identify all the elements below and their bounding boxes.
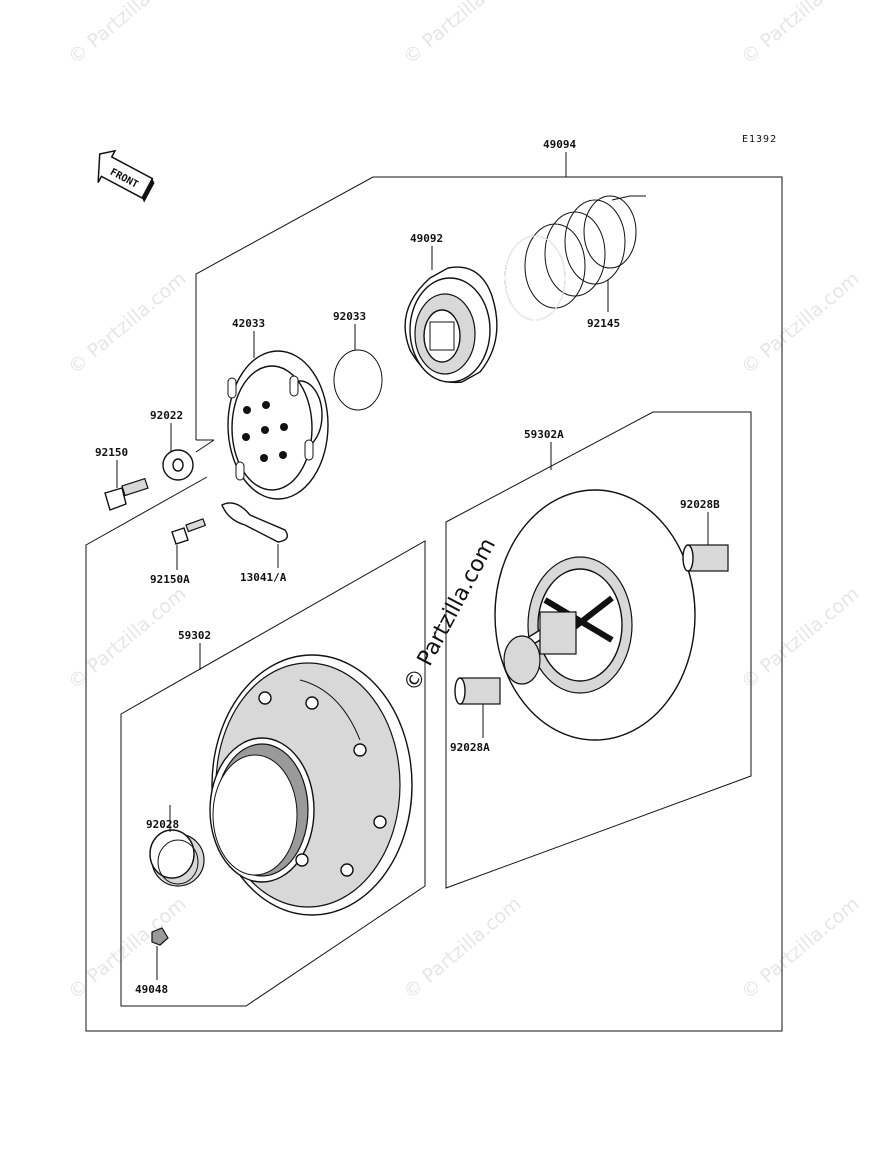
cam-49092 — [404, 266, 498, 384]
main-watermark: © Partzilla.com — [399, 534, 501, 696]
washer-92022 — [162, 449, 194, 481]
part-label: 92028B — [680, 498, 720, 511]
part-label: 92028 — [146, 818, 179, 831]
sub-box-59302a — [445, 411, 752, 889]
watermark: © Partzilla.com — [64, 893, 190, 1004]
slider-49048 — [151, 927, 169, 946]
part-label: 42033 — [232, 317, 265, 330]
bolt-92150 — [104, 477, 149, 511]
part-label: 13041/A — [240, 571, 287, 584]
part-label: 49094 — [543, 138, 576, 151]
watermark: © Partzilla.com — [64, 583, 190, 694]
spring-92145 — [504, 195, 646, 321]
leader-lines — [116, 152, 709, 980]
part-label: 59302A — [524, 428, 564, 441]
sheave-59302 — [209, 654, 413, 916]
watermark: © Partzilla.com — [737, 583, 863, 694]
watermark: © Partzilla.com — [64, 0, 190, 69]
watermark: © Partzilla.com — [737, 893, 863, 1004]
part-label: 92150 — [95, 446, 128, 459]
watermark: © Partzilla.com — [737, 0, 863, 69]
part-label: 49048 — [135, 983, 168, 996]
bushing-92028b — [682, 544, 729, 572]
circlip-92033 — [333, 349, 383, 411]
part-label: 92150A — [150, 573, 190, 586]
sub-box-59302 — [120, 540, 426, 1007]
watermark: © Partzilla.com — [399, 0, 525, 69]
part-label: 92022 — [150, 409, 183, 422]
key-13041a — [221, 502, 288, 543]
assembly-box-outline — [85, 176, 783, 1032]
part-label: 92145 — [587, 317, 620, 330]
part-labels: 49094 49092 92145 42033 92033 92022 9215… — [95, 138, 720, 996]
part-label: 92033 — [333, 310, 366, 323]
part-label: 59302 — [178, 629, 211, 642]
sheave-59302a — [494, 489, 696, 741]
part-label: 49092 — [410, 232, 443, 245]
watermark: © Partzilla.com — [399, 893, 525, 1004]
plate-42033 — [227, 350, 329, 500]
front-arrow-icon: FRONT — [97, 149, 155, 203]
bushing-92028a — [454, 677, 501, 705]
bushing-92028 — [149, 829, 205, 887]
part-label: 92028A — [450, 741, 490, 754]
bolt-92150a — [171, 518, 207, 545]
diagram-code: E1392 — [742, 134, 777, 145]
watermark: © Partzilla.com — [737, 268, 863, 379]
watermark: © Partzilla.com — [64, 268, 190, 379]
